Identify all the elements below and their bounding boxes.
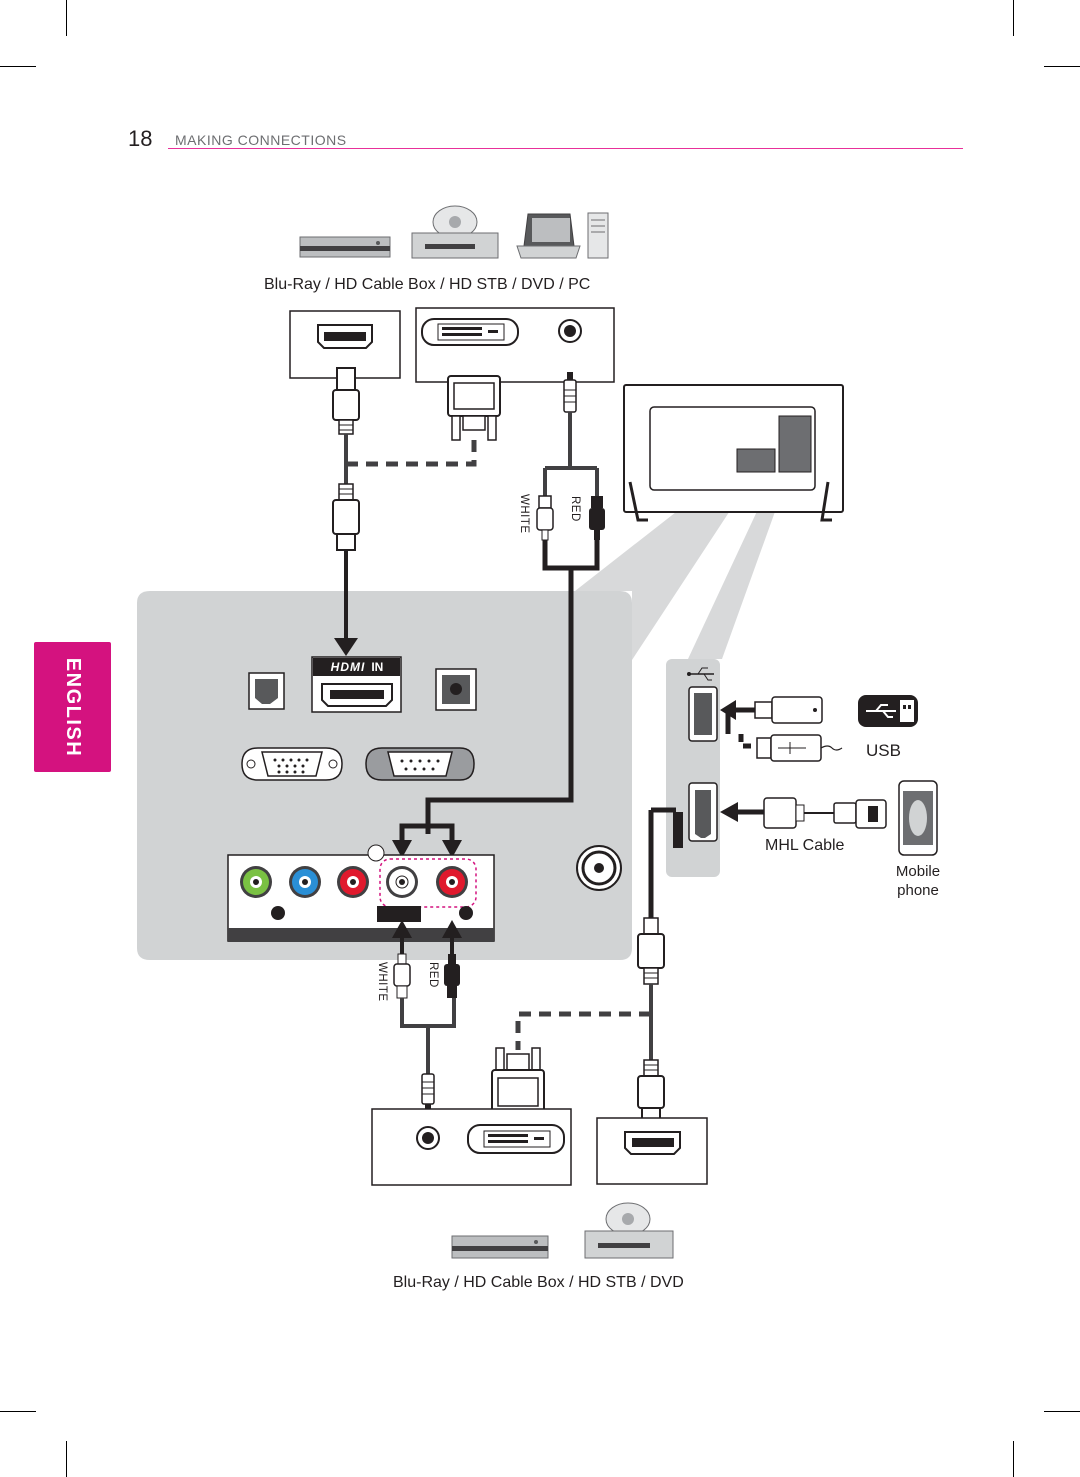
arrow-left (720, 700, 736, 720)
jack-red (337, 866, 369, 898)
page-number: 18 (128, 126, 153, 151)
crop-mark (66, 1441, 67, 1477)
mobile-phone-label: Mobile phone (895, 863, 941, 899)
header-rule (168, 148, 963, 149)
top-sources-label: Blu-Ray / HD Cable Box / HD STB / DVD / … (264, 276, 591, 293)
mhl-cable-icon (763, 797, 887, 829)
rca-plug-icon (393, 953, 411, 999)
bottom-white-label: WHITE (376, 962, 388, 1002)
jack-green (240, 866, 272, 898)
dashed-alt-route (346, 440, 477, 467)
arrow-left (720, 802, 738, 822)
mhl-cable-label: MHL Cable (765, 837, 845, 854)
serial-port-icon (365, 747, 475, 781)
rf-port-icon (576, 845, 622, 891)
hdmi-plug-icon (332, 367, 360, 435)
language-tab (34, 642, 111, 772)
dvi-port-icon (467, 1124, 565, 1154)
crop-mark (0, 1411, 36, 1412)
hdmi-port-icon (317, 324, 373, 349)
crop-mark (1013, 1441, 1014, 1477)
dvi-port-icon (421, 318, 519, 346)
jack-red (436, 866, 468, 898)
rca-plug-icon (444, 954, 460, 998)
arrow-up (392, 920, 412, 938)
usb-badge-icon (858, 695, 918, 727)
laptop-icon (516, 213, 581, 259)
crop-mark (1044, 66, 1080, 67)
headphone-plug-icon (421, 1073, 435, 1112)
coax-port-icon (435, 668, 477, 711)
crop-mark (1044, 1411, 1080, 1412)
audio-cable (543, 412, 599, 496)
arrow-down (334, 638, 358, 656)
top-red-label: RED (569, 496, 581, 522)
jack-white (386, 866, 418, 898)
rca-plug-icon (589, 496, 605, 540)
top-white-label: WHITE (518, 494, 530, 534)
usb-label: USB (866, 741, 901, 760)
dashed-alt-route (515, 1011, 651, 1050)
blu-ray-player-icon (299, 236, 391, 258)
desktop-tower-icon (587, 212, 609, 259)
optical-port-icon (248, 672, 285, 710)
in-label: IN (371, 660, 384, 674)
tv-icon (623, 384, 844, 522)
cable-box-icon (584, 1202, 674, 1259)
crop-mark (1013, 0, 1014, 36)
dvi-plug-icon (447, 375, 501, 441)
hdmi-logo-text: HDMI (330, 660, 366, 674)
arrow-up (442, 920, 462, 938)
dvi-plug-icon (491, 1047, 545, 1115)
rca-plug-icon (536, 495, 554, 541)
dashed-highlight (379, 858, 477, 908)
hdmi-in-label: HDMI IN (316, 659, 398, 675)
vga-port-icon (241, 747, 343, 781)
hdmi-port-icon (624, 1131, 681, 1155)
mobile-phone-icon (898, 780, 938, 856)
dashed-alt-route (738, 734, 758, 749)
bottom-sources-label: Blu-Ray / HD Cable Box / HD STB / DVD (393, 1274, 684, 1291)
audio-jack-icon (558, 319, 582, 343)
usb-port-icon (688, 686, 718, 742)
hdmi-mhl-port-icon (673, 782, 718, 848)
hdmi-in-port (311, 656, 402, 713)
crop-mark (66, 0, 67, 36)
audio-cable (400, 998, 456, 1076)
usb-cable-plug-icon (756, 734, 843, 762)
hdmi-plug-icon (637, 917, 665, 985)
crop-mark (0, 66, 36, 67)
av-jack-block (227, 844, 495, 942)
arrow-down (392, 840, 412, 858)
arrow-down (442, 840, 462, 858)
jack-blue (289, 866, 321, 898)
bottom-red-label: RED (427, 962, 439, 988)
section-title: MAKING CONNECTIONS (175, 132, 347, 148)
blu-ray-player-icon (451, 1235, 549, 1259)
audio-jack-icon (416, 1126, 440, 1150)
usb-symbol-icon (687, 667, 714, 681)
usb-drive-icon (754, 696, 823, 724)
cable-box-icon (411, 205, 499, 259)
hdmi-plug-icon (332, 483, 360, 551)
